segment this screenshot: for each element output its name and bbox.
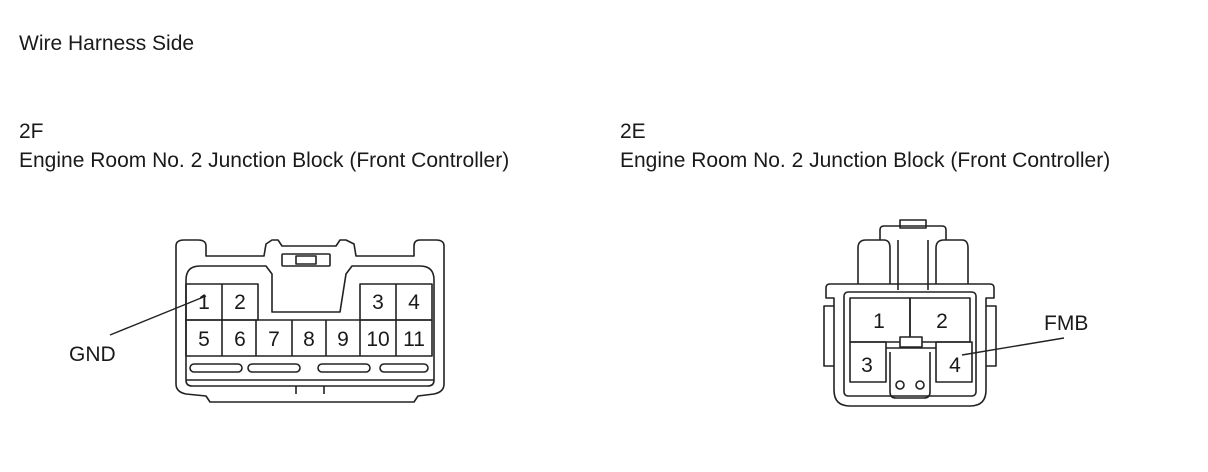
left-pin-1: 1 [198,291,210,314]
right-pin-4: 4 [949,354,961,377]
left-pin-labels: 1 2 3 4 5 6 7 8 9 10 11 [198,291,425,351]
left-connector-id: 2F [19,120,44,143]
left-pin-3: 3 [372,291,384,314]
diagram-heading: Wire Harness Side [19,32,195,55]
left-pin-11: 11 [403,328,425,351]
right-pin-1: 1 [873,310,885,333]
left-pin-2: 2 [234,291,246,314]
right-pin-2: 2 [936,310,948,333]
left-pin-6: 6 [234,328,246,351]
left-pin-4: 4 [408,291,420,314]
fmb-callout: FMB [1044,312,1088,335]
connector-2e [823,219,1065,407]
connector-2f [109,239,445,403]
left-pin-9: 9 [337,328,349,351]
left-pin-5: 5 [198,328,210,351]
left-pin-7: 7 [268,328,280,351]
gnd-callout: GND [69,343,116,366]
right-connector-id: 2E [620,120,646,143]
left-pin-8: 8 [303,328,315,351]
left-pin-10: 10 [366,328,389,351]
left-connector-name: Engine Room No. 2 Junction Block (Front … [19,149,510,172]
right-pin-labels: 1 2 3 4 [861,310,961,377]
right-connector-name: Engine Room No. 2 Junction Block (Front … [620,149,1111,172]
right-pin-3: 3 [861,354,873,377]
